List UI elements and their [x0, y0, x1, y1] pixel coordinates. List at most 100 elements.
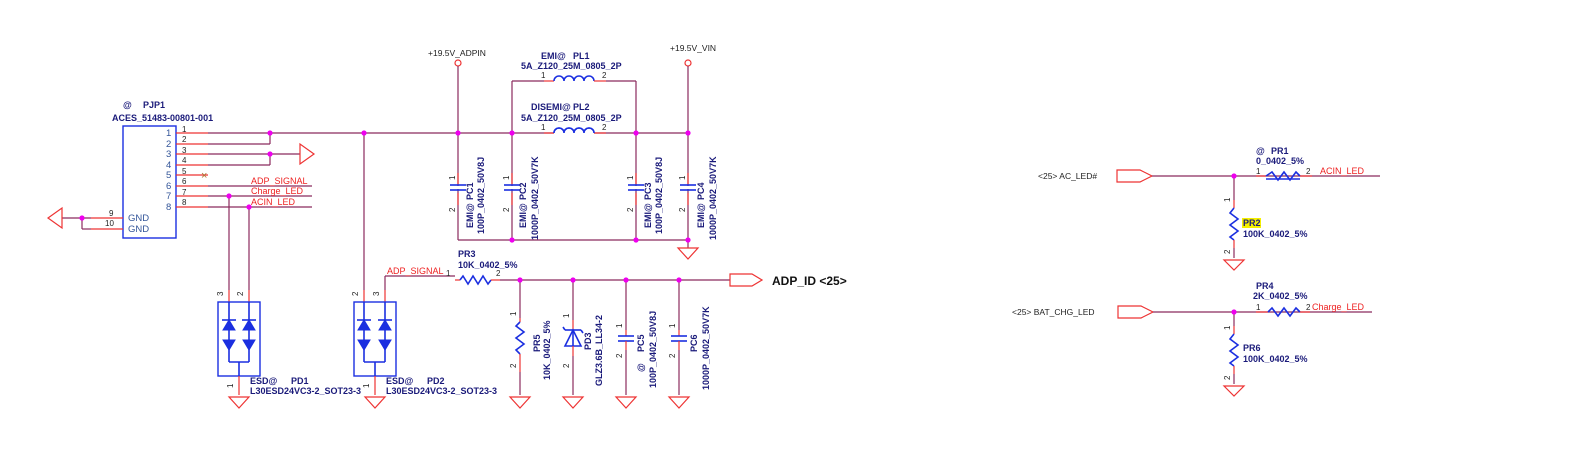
net-adpin-label[interactable]: +19.5V_ADPIN	[428, 48, 486, 58]
resistor-pr4[interactable]: PR4 2K_0402_5% 1 2	[1253, 281, 1311, 318]
label-text: 2	[351, 291, 360, 296]
inductor-pl1[interactable]: EMI@ PL1 5A_Z120_25M_0805_2P 1 2	[511, 51, 637, 240]
label-text: 2	[1223, 249, 1232, 254]
junction-dot	[1231, 173, 1237, 179]
connector-refdes: PJP1	[143, 100, 165, 110]
label-text: EMI@	[465, 203, 475, 228]
label-text: 1	[1223, 325, 1232, 330]
zener-pd3[interactable]: 1 2 PD3 GLZ3.6B_LL34-2	[561, 280, 604, 409]
capacitor-pc3[interactable]: 1 2 EMI@ PC3 100P_0402_50V8J	[626, 157, 664, 234]
label-text: 2	[496, 269, 501, 278]
pd1-prefix: ESD@	[250, 376, 278, 386]
no-connect-mark: ×	[201, 170, 207, 182]
pd2-refdes: PD2	[427, 376, 445, 386]
label-text: 1	[668, 323, 677, 328]
port-ac-led-label[interactable]: <25> AC_LED#	[1038, 171, 1097, 181]
net-label-adp-signal[interactable]: ADP_SIGNAL	[251, 176, 308, 186]
symbol-shape	[553, 75, 595, 82]
label-text: PC1	[465, 182, 475, 200]
label-text: PR5	[532, 334, 542, 352]
power-port-vin	[684, 59, 692, 67]
symbol-shape	[357, 319, 371, 331]
junction-dot	[676, 277, 682, 283]
resistor-pr5[interactable]: 1 2 PR5 10K_0402_5%	[508, 280, 552, 409]
esd-diode-pd2[interactable]: 2 3 1 ESD@ PD2 L30ESD24VC3-2_SOT23-3	[351, 133, 497, 409]
pin-number: 2	[166, 139, 171, 150]
resistor-pr2[interactable]: 1 2 PR2 100K_0402_5%	[1222, 176, 1308, 271]
label-text: PC4	[696, 182, 706, 200]
label-text: 2	[509, 363, 518, 368]
port-bat-chg-label[interactable]: <25> BAT_CHG_LED	[1012, 307, 1095, 317]
label-text: 2	[602, 123, 607, 132]
capacitor-pc4[interactable]: 1 2 EMI@ PC4 1000P_0402_50V7K	[678, 156, 718, 240]
ground-symbol	[614, 396, 638, 409]
pin-number: 6	[166, 181, 171, 192]
label-text: 1	[362, 383, 371, 388]
label-text: 1	[615, 323, 624, 328]
capacitor-pc2[interactable]: 1 2 EMI@ PC2 1000P_0402_50V7K	[502, 156, 540, 240]
wire	[459, 274, 492, 286]
label-text: 100P_0402_50V8J	[648, 311, 658, 388]
resistor-pr6[interactable]: 1 2 PR6 100K_0402_5%	[1222, 312, 1308, 397]
capacitor-pc5[interactable]: 1 2 PC5 @ 100P_0402_50V8J	[614, 280, 658, 409]
label-text: 1	[562, 313, 571, 318]
pin-number: 8	[182, 198, 187, 207]
symbol-shape	[357, 339, 371, 351]
label-text: PC2	[518, 182, 528, 200]
capacitor-pc6[interactable]: 1 2 PC6 1000P_0402_50V7K	[667, 280, 711, 409]
connector-wires	[62, 132, 690, 230]
capacitor-pc1[interactable]: 1 2 EMI@ PC1 100P_0402_50V8J	[448, 157, 486, 234]
port-ac-led[interactable]	[1116, 169, 1154, 183]
ground-symbol	[1222, 259, 1246, 271]
pin-number: 6	[182, 177, 187, 186]
connector-pjp1[interactable]: @ PJP1 ACES_51483-00801-001 1 2 3 4 5 6 …	[105, 100, 213, 239]
wire	[514, 321, 526, 355]
label-text: 2	[626, 207, 635, 212]
pd1-value: L30ESD24VC3-2_SOT23-3	[250, 386, 361, 396]
pr2-refdes: PR2	[1243, 218, 1261, 228]
symbol-shape	[242, 319, 256, 331]
net-adp-id-label[interactable]: ADP_ID <25>	[772, 274, 847, 288]
esd-diode-pd1[interactable]: 3 2 1 ESD@ PD1 L30ESD24VC3-2_SOT23-3	[216, 196, 361, 409]
symbol-shape	[378, 339, 392, 351]
resistor-pr3[interactable]: PR3 10K_0402_5% 1 2	[446, 249, 518, 286]
label-text: 2	[1223, 375, 1232, 380]
label-text: 10K_0402_5%	[542, 320, 552, 380]
net-label-charge-led[interactable]: Charge_LED	[251, 186, 304, 196]
pin-number: 3	[182, 146, 187, 155]
symbol-shape	[222, 339, 236, 351]
label-text: 2	[1306, 167, 1311, 176]
label-text: @	[636, 363, 646, 372]
port-bat-chg-led[interactable]	[1117, 305, 1155, 319]
label-text: 2	[1306, 303, 1311, 312]
ground-symbol	[676, 247, 700, 260]
junction-dot	[517, 277, 523, 283]
junction-dot	[267, 151, 273, 157]
label-text: 2	[236, 291, 245, 296]
ground-symbol	[299, 142, 316, 166]
label-text: 2	[562, 363, 571, 368]
junction-dot	[509, 237, 515, 243]
ground-symbol	[46, 206, 63, 230]
net-label-acin-led[interactable]: ACIN_LED	[251, 197, 296, 207]
net-vin-label[interactable]: +19.5V_VIN	[670, 43, 716, 53]
symbol-shape	[242, 339, 256, 351]
label-text: 1	[541, 123, 546, 132]
wire	[1228, 207, 1240, 241]
pin-number: 8	[166, 202, 171, 213]
port-adp-id[interactable]	[729, 273, 764, 287]
net-label-acin-led-2[interactable]: ACIN_LED	[1320, 166, 1365, 176]
ground-symbol	[1222, 385, 1246, 397]
ground-symbol	[227, 396, 251, 409]
symbol-shape	[511, 186, 514, 189]
junction-dot	[361, 130, 367, 136]
resistor-pr1[interactable]: @ PR1 0_0402_5% 1 2	[1256, 146, 1312, 182]
label-text: 0_0402_5%	[1256, 156, 1304, 166]
label-text: PC6	[689, 334, 699, 352]
pin-number: 5	[182, 167, 187, 176]
net-label-charge-led-2[interactable]: Charge_LED	[1312, 302, 1365, 312]
net-label-adp-signal-2[interactable]: ADP_SIGNAL	[387, 266, 444, 276]
connector-body	[122, 125, 177, 239]
junction-dot	[226, 193, 232, 199]
pin-number: 10	[105, 219, 114, 228]
